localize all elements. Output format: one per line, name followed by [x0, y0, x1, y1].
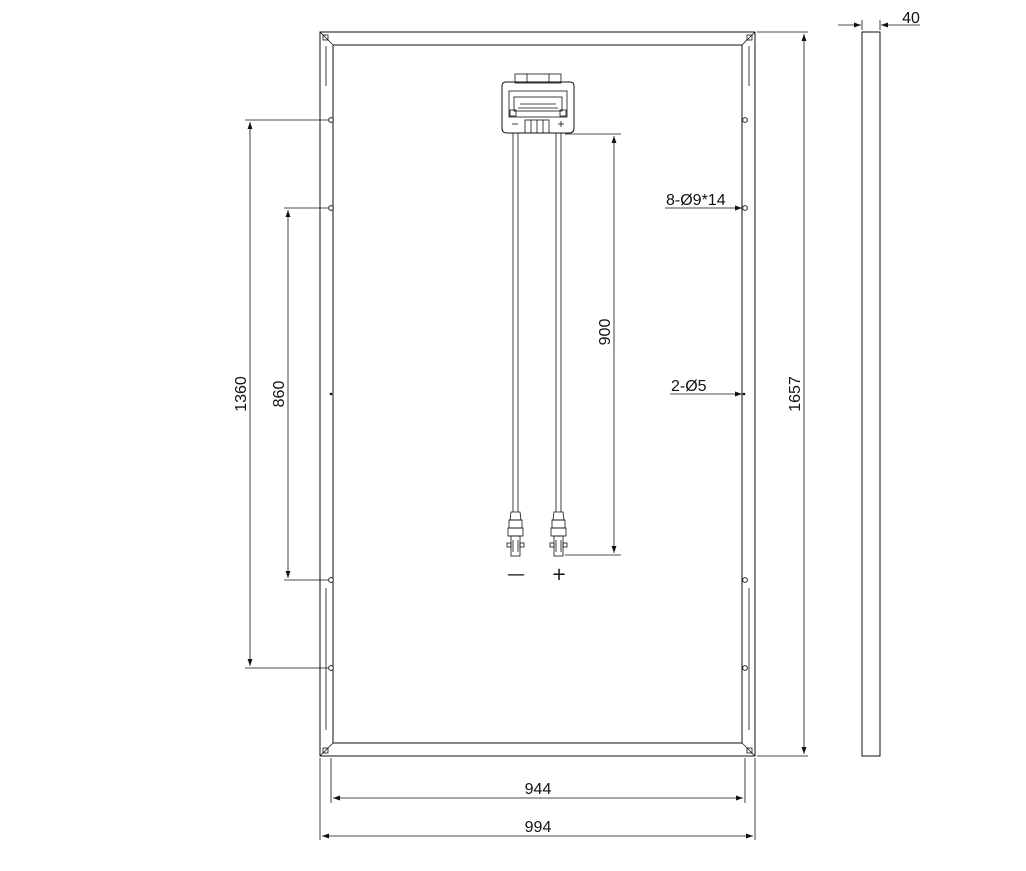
junction-box-window — [508, 90, 568, 118]
dimension-cable-length-label: 900 — [597, 319, 614, 346]
dimension-inner-width: 944 — [330, 758, 746, 803]
junction-box — [501, 73, 575, 134]
mounting-hole — [742, 117, 748, 123]
ground-hole — [329, 392, 333, 396]
callout-mounting-holes-label: 8-Ø9*14 — [666, 192, 726, 209]
corner-line — [319, 31, 334, 46]
mounting-hole — [328, 117, 334, 123]
side-profile: 40 — [838, 10, 920, 757]
dimension-hole-spacing-inner-label: 860 — [271, 381, 288, 408]
corner-line — [741, 742, 756, 757]
dimension-hole-spacing-inner: 860 — [271, 207, 328, 581]
cables — [512, 133, 562, 512]
junction-box-body — [501, 81, 575, 134]
mounting-hole — [328, 665, 334, 671]
negative-label: — — [507, 564, 525, 585]
mounting-hole — [742, 665, 748, 671]
callout-mounting-holes: 8-Ø9*14 — [665, 192, 742, 211]
corner-drain — [746, 747, 753, 754]
callout-ground-holes: 2-Ø5 — [670, 378, 742, 397]
mounting-hole — [742, 205, 748, 211]
dimension-height: 1657 — [757, 31, 808, 757]
connector-negative — [506, 511, 525, 557]
dimension-frame-width-label: 994 — [525, 819, 552, 836]
connector-positive — [549, 511, 568, 557]
positive-label: + — [551, 564, 566, 585]
corner-line — [319, 742, 334, 757]
side-profile-frame — [861, 31, 881, 757]
dimension-height-label: 1657 — [787, 376, 804, 412]
dimension-frame-width: 994 — [319, 758, 756, 840]
mounting-hole — [742, 577, 748, 583]
dimension-cable-length: 900 — [565, 133, 621, 556]
mounting-hole — [328, 577, 334, 583]
corner-drain — [322, 747, 329, 754]
mounting-hole — [328, 205, 334, 211]
corner-drain — [322, 34, 329, 41]
dimension-depth-label: 40 — [902, 10, 920, 27]
dimension-hole-spacing-outer-label: 1360 — [233, 376, 250, 412]
junction-box-top — [514, 73, 562, 84]
ground-hole — [742, 392, 746, 396]
callout-ground-holes-label: 2-Ø5 — [671, 378, 707, 395]
dimension-inner-width-label: 944 — [525, 781, 552, 798]
mounting-holes — [328, 117, 748, 671]
corner-drain — [746, 34, 753, 41]
dimension-hole-spacing-outer: 1360 — [233, 119, 328, 669]
frame-outer — [319, 31, 756, 757]
corner-line — [741, 31, 756, 46]
